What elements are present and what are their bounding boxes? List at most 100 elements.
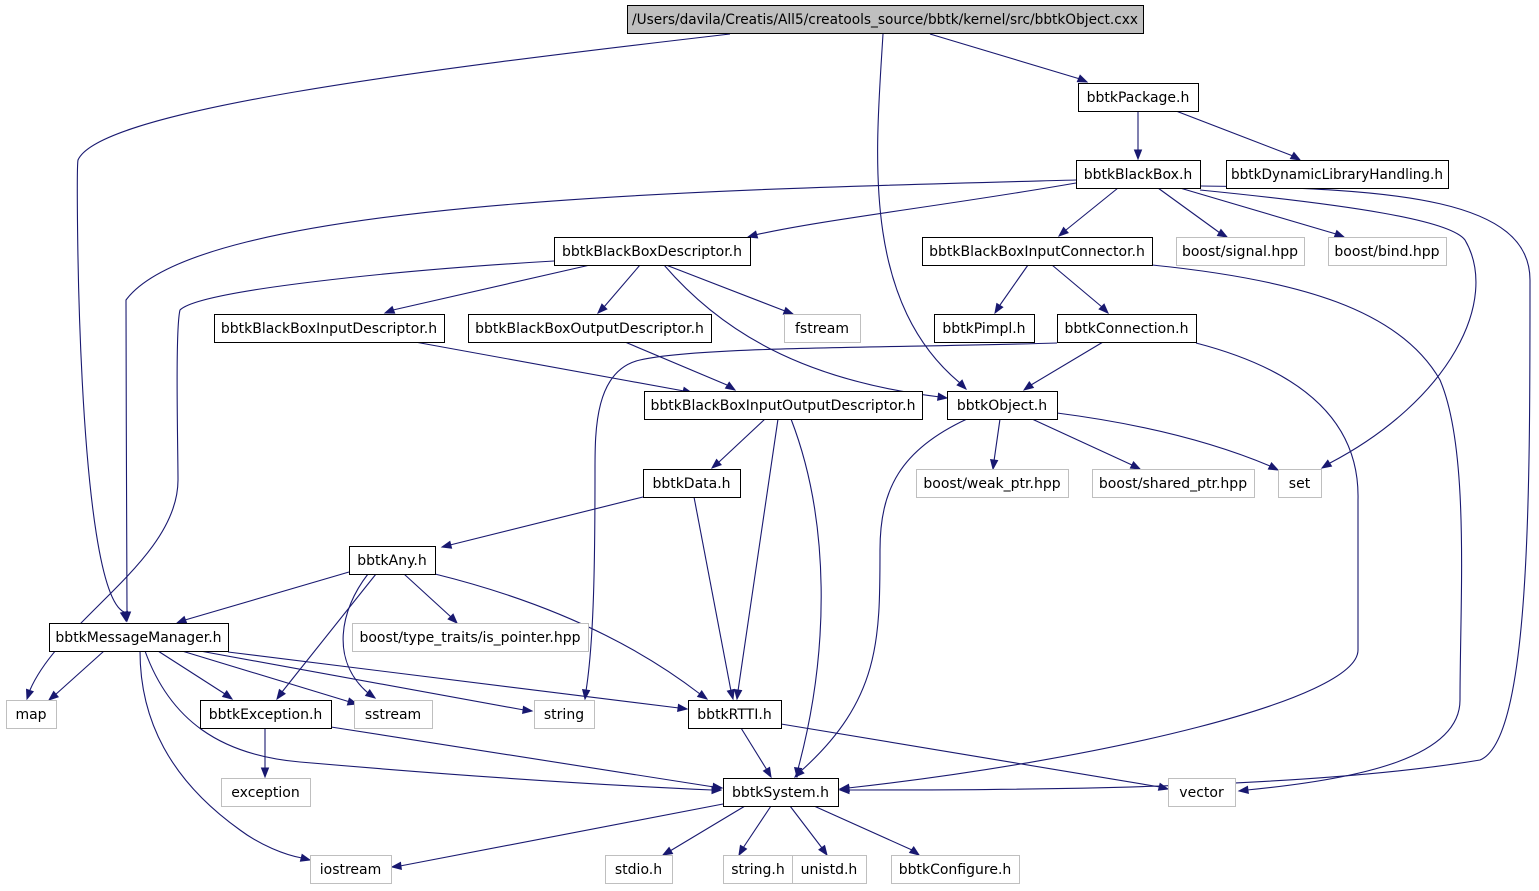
edge-line bbox=[780, 723, 1161, 788]
edge-line bbox=[603, 264, 641, 308]
edge-line bbox=[54, 650, 105, 696]
edge-system-to-stdio bbox=[661, 805, 746, 856]
node-label: exception bbox=[231, 785, 299, 801]
edge-line bbox=[392, 264, 591, 311]
edge-bboutdesc-to-bbiodesc bbox=[624, 341, 737, 391]
edge-line bbox=[800, 418, 968, 772]
node-string: string bbox=[534, 700, 595, 729]
edge-bbdesc-to-map bbox=[25, 260, 555, 701]
arrowhead-icon bbox=[1320, 459, 1333, 469]
node-box bbox=[554, 237, 751, 266]
node-bbdesc[interactable]: bbtkBlackBoxDescriptor.h bbox=[554, 237, 751, 266]
edge-msgmgr-to-iostream bbox=[139, 650, 312, 862]
node-sharedptr: boost/shared_ptr.hpp bbox=[1092, 469, 1255, 498]
edge-object-to-set bbox=[1056, 412, 1280, 471]
node-msgmgr[interactable]: bbtkMessageManager.h bbox=[49, 623, 229, 652]
node-data[interactable]: bbtkData.h bbox=[643, 469, 741, 498]
node-box bbox=[947, 391, 1058, 420]
edge-line bbox=[199, 650, 525, 711]
edge-connection-to-system bbox=[838, 342, 1359, 793]
node-label: bbtkMessageManager.h bbox=[55, 630, 221, 646]
node-fstream: fstream bbox=[784, 314, 861, 343]
edge-object-to-sharedptr bbox=[1031, 418, 1142, 470]
edge-line bbox=[1179, 187, 1337, 235]
node-label: bbtkPackage.h bbox=[1087, 90, 1190, 106]
edge-data-to-any bbox=[440, 496, 644, 549]
node-box bbox=[352, 623, 589, 652]
node-bboutdesc[interactable]: bbtkBlackBoxOutputDescriptor.h bbox=[468, 314, 712, 343]
node-box bbox=[6, 700, 57, 729]
node-box bbox=[49, 623, 229, 652]
node-label: set bbox=[1289, 476, 1311, 492]
edge-line bbox=[789, 805, 823, 849]
node-label: bbtkData.h bbox=[652, 476, 730, 492]
node-bbindesc[interactable]: bbtkBlackBoxInputDescriptor.h bbox=[214, 314, 445, 343]
edge-line bbox=[29, 260, 555, 691]
node-blackbox[interactable]: bbtkBlackBox.h bbox=[1076, 160, 1201, 189]
edge-line bbox=[1151, 264, 1463, 791]
arrowhead-icon bbox=[1098, 303, 1109, 314]
node-bbiodesc[interactable]: bbtkBlackBoxInputOutputDescriptor.h bbox=[644, 391, 923, 420]
node-label: sstream bbox=[365, 707, 421, 723]
edge-line bbox=[669, 805, 746, 852]
node-pimpl[interactable]: bbtkPimpl.h bbox=[934, 314, 1035, 343]
node-label: unistd.h bbox=[801, 862, 858, 878]
node-any[interactable]: bbtkAny.h bbox=[349, 546, 436, 575]
node-box bbox=[1278, 469, 1322, 498]
edge-line bbox=[76, 33, 731, 613]
edge-line bbox=[1031, 418, 1133, 466]
node-label: bbtkBlackBoxInputDescriptor.h bbox=[221, 321, 437, 337]
node-box bbox=[784, 314, 861, 343]
edge-line bbox=[1065, 187, 1119, 231]
node-iostream: iostream bbox=[310, 855, 392, 884]
node-box bbox=[605, 855, 673, 884]
arrowhead-icon bbox=[581, 689, 591, 701]
node-exception: exception bbox=[221, 778, 311, 807]
node-box bbox=[723, 855, 794, 884]
edge-system-to-unistd bbox=[789, 805, 828, 857]
edge-object-to-weakptr bbox=[989, 418, 1001, 471]
node-connection[interactable]: bbtkConnection.h bbox=[1057, 314, 1197, 343]
edge-line bbox=[414, 341, 685, 392]
edge-bbiodesc-to-rtti bbox=[733, 418, 779, 701]
node-ispointer: boost/type_traits/is_pointer.hpp bbox=[352, 623, 589, 652]
arrowhead-icon bbox=[25, 688, 35, 701]
node-label: bbtkException.h bbox=[209, 707, 323, 723]
edge-line bbox=[813, 805, 913, 851]
arrowhead-icon bbox=[1129, 460, 1142, 470]
node-object[interactable]: bbtkObject.h bbox=[947, 391, 1058, 420]
node-dynlib[interactable]: bbtkDynamicLibraryHandling.h bbox=[1226, 160, 1449, 189]
node-rtti[interactable]: bbtkRTTI.h bbox=[688, 700, 782, 729]
node-box bbox=[1328, 237, 1447, 266]
edge-line bbox=[139, 650, 303, 859]
node-box bbox=[688, 700, 782, 729]
node-box bbox=[214, 314, 445, 343]
edge-blackbox-to-bbinconn bbox=[1057, 187, 1119, 237]
edge-bbdesc-to-bboutdesc bbox=[597, 264, 641, 314]
arrowhead-icon bbox=[276, 688, 286, 701]
arrowhead-icon bbox=[260, 767, 270, 779]
edge-line bbox=[1030, 341, 1104, 386]
node-exception_h[interactable]: bbtkException.h bbox=[200, 700, 332, 729]
node-box bbox=[644, 391, 923, 420]
node-unistd: unistd.h bbox=[792, 855, 867, 884]
edge-root-to-package bbox=[929, 33, 1089, 83]
node-package[interactable]: bbtkPackage.h bbox=[1078, 83, 1199, 112]
arrowhead-icon bbox=[175, 615, 188, 624]
node-box bbox=[468, 314, 712, 343]
edge-bbinconn-to-pimpl bbox=[994, 264, 1029, 315]
node-label: boost/type_traits/is_pointer.hpp bbox=[359, 630, 580, 646]
node-box bbox=[1057, 314, 1197, 343]
node-label: map bbox=[15, 707, 46, 723]
node-bbinconn[interactable]: bbtkBlackBoxInputConnector.h bbox=[922, 237, 1153, 266]
arrowhead-icon bbox=[677, 703, 689, 713]
arrowhead-icon bbox=[726, 688, 735, 701]
edge-any-to-ispointer bbox=[403, 573, 458, 624]
edge-bbdesc-to-fstream bbox=[665, 264, 795, 315]
node-system[interactable]: bbtkSystem.h bbox=[723, 778, 839, 807]
edge-line bbox=[718, 418, 766, 463]
arrowhead-icon bbox=[712, 782, 724, 792]
node-root[interactable]: /Users/davila/Creatis/All5/creatools_sou… bbox=[627, 5, 1144, 34]
node-box bbox=[916, 469, 1069, 498]
edge-rtti-to-system bbox=[740, 727, 772, 779]
